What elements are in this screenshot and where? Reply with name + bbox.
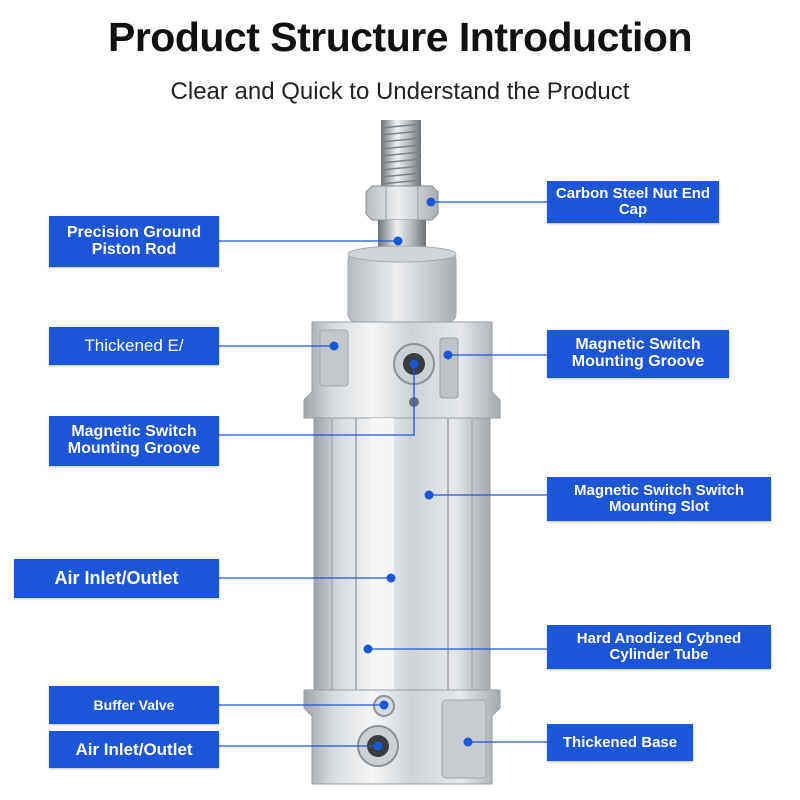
label-buffer-valve: Buffer Valve bbox=[49, 686, 219, 724]
label-nut-end-cap: Carbon Steel Nut End Cap bbox=[547, 181, 719, 223]
dot-switch-groove-left bbox=[409, 359, 419, 369]
dot-piston-rod bbox=[393, 236, 403, 246]
thread-lines bbox=[380, 123, 422, 185]
label-air-inlet-top: Air Inlet/Outlet bbox=[14, 559, 219, 598]
dot-switch-slot bbox=[424, 490, 434, 500]
label-air-inlet-bottom: Air Inlet/Outlet bbox=[49, 731, 219, 768]
label-switch-groove-right: Magnetic Switch Mounting Groove bbox=[547, 330, 729, 378]
dot-thickened-base bbox=[463, 737, 473, 747]
dot-air-inlet-bottom bbox=[373, 741, 383, 751]
label-switch-groove-left: Magnetic Switch Mounting Groove bbox=[49, 416, 219, 466]
dot-air-inlet-top bbox=[386, 573, 396, 583]
label-thickened-end: Thickened E/ bbox=[49, 327, 219, 365]
dot-buffer-valve bbox=[379, 700, 389, 710]
cylinder-tube bbox=[313, 417, 491, 691]
label-cylinder-tube: Hard Anodized Cybned Cylinder Tube bbox=[547, 625, 771, 669]
label-piston-rod: Precision Ground Piston Rod bbox=[49, 216, 219, 267]
page-title: Product Structure Introduction bbox=[107, 14, 693, 60]
tube-grooves bbox=[331, 418, 473, 690]
label-switch-slot: Magnetic Switch Switch Mounting Slot bbox=[547, 477, 771, 521]
dot-switch-groove-right bbox=[443, 350, 453, 360]
label-thickened-base: Thickened Base bbox=[547, 724, 693, 761]
dot-thickened-end bbox=[329, 341, 339, 351]
leader-switch-groove-left bbox=[219, 364, 415, 436]
dot-nut-end-cap bbox=[426, 197, 436, 207]
dot-cylinder-tube bbox=[363, 644, 373, 654]
page-subtitle: Clear and Quick to Understand the Produc… bbox=[170, 78, 630, 105]
hex-nut bbox=[365, 185, 439, 221]
